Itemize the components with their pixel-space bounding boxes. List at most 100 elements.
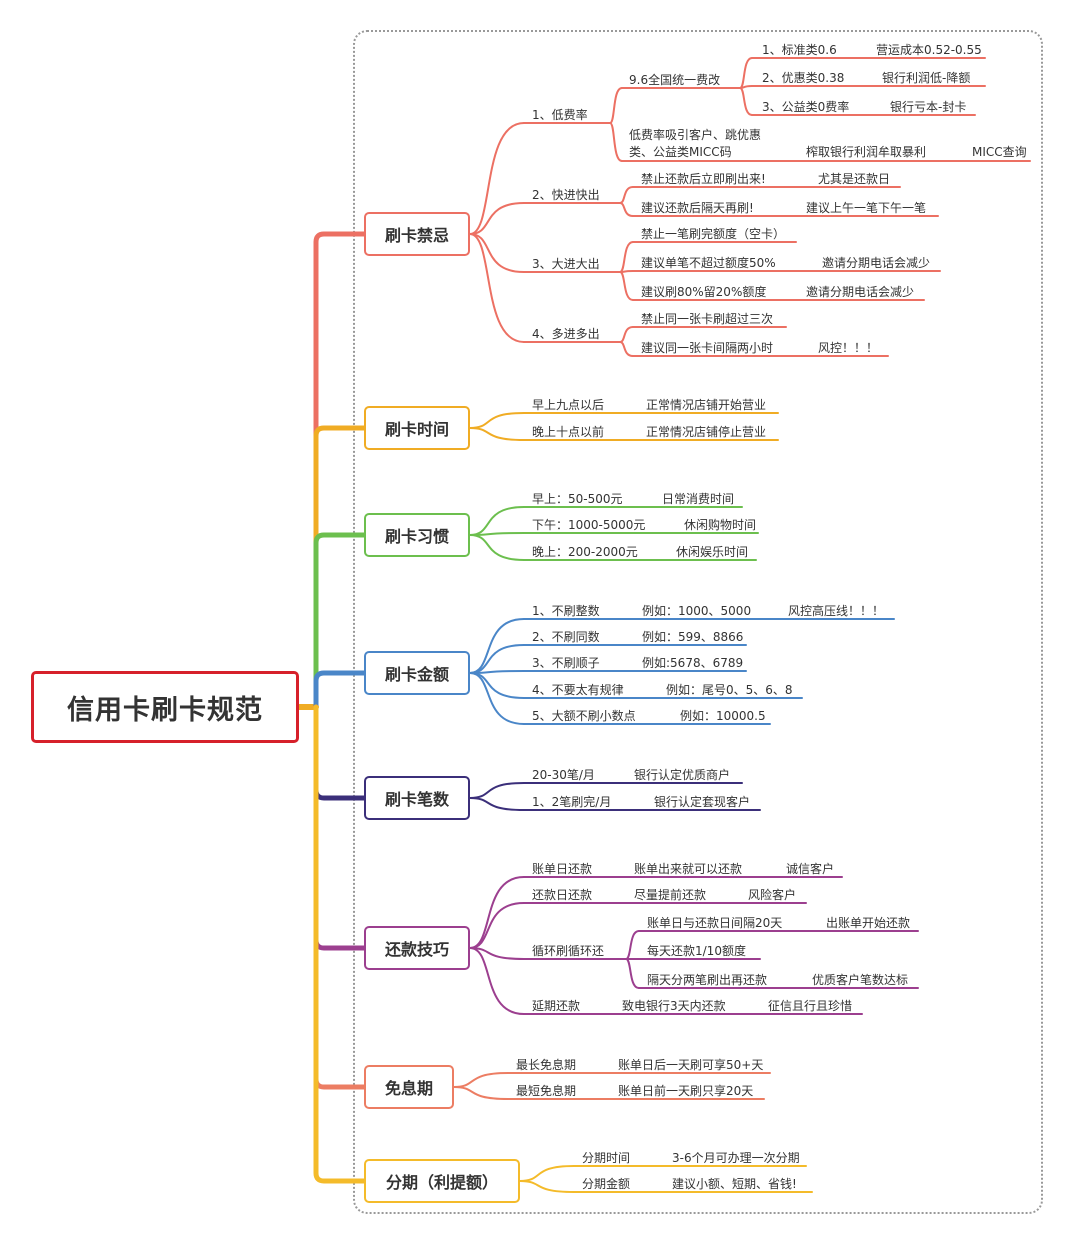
- leaf-label[interactable]: 建议单笔不超过额度50%: [641, 256, 776, 270]
- leaf-label[interactable]: 延期还款: [532, 999, 581, 1013]
- leaf-note[interactable]: 银行亏本-封卡: [890, 100, 967, 114]
- leaf-label[interactable]: 5、大额不刷小数点: [532, 709, 636, 723]
- leaf-note[interactable]: 账单出来就可以还款: [634, 862, 743, 876]
- leaf-note[interactable]: 尤其是还款日: [818, 172, 891, 186]
- sub-topic[interactable]: 4、多进多出: [532, 327, 600, 341]
- leaf-label[interactable]: 隔天分两笔刷出再还款: [647, 973, 768, 987]
- leaf-label[interactable]: 账单日还款: [532, 862, 593, 876]
- leaf-label[interactable]: 建议还款后隔天再刷!: [641, 201, 754, 215]
- leaf-label[interactable]: 最短免息期: [516, 1084, 577, 1098]
- leaf-note[interactable]: 例如：10000.5: [680, 709, 766, 723]
- trunk-branch-4: [313, 704, 367, 801]
- branch-node[interactable]: 刷卡禁忌: [364, 212, 470, 256]
- sub-topic[interactable]: 1、低费率: [532, 108, 588, 122]
- sub-topic[interactable]: 循环刷循环还: [532, 944, 605, 958]
- leaf-note[interactable]: 账单日前一天刷只享20天: [618, 1084, 754, 1098]
- leaf-label[interactable]: 晚上十点以前: [532, 425, 605, 439]
- leaf-note[interactable]: 日常消费时间: [662, 492, 735, 506]
- leaf-note[interactable]: 例如：尾号0、5、6、8: [666, 683, 793, 697]
- leaf-label[interactable]: 类、公益类MICC码: [629, 145, 732, 159]
- leaf-note[interactable]: 例如：1000、5000: [642, 604, 752, 618]
- leaf-note[interactable]: 营运成本0.52-0.55: [876, 43, 982, 57]
- leaf-note[interactable]: 3-6个月可办理一次分期: [672, 1151, 800, 1165]
- leaf-note[interactable]: 例如：599、8866: [642, 630, 744, 644]
- connector: [625, 930, 640, 960]
- connector: [619, 202, 634, 217]
- leaf-note[interactable]: 优质客户笔数达标: [812, 973, 909, 987]
- connector: [519, 1180, 575, 1193]
- leaf-label[interactable]: 2、优惠类0.38: [762, 71, 845, 85]
- branch-node[interactable]: 还款技巧: [364, 926, 470, 970]
- leaf-label[interactable]: 账单日与还款日间隔20天: [647, 916, 783, 930]
- leaf-label[interactable]: 禁止同一张卡刷超过三次: [641, 312, 774, 326]
- branch-node[interactable]: 分期（利提额）: [364, 1159, 520, 1203]
- leaf-label[interactable]: 2、不刷同数: [532, 630, 600, 644]
- leaf-label[interactable]: 早上九点以后: [532, 398, 605, 412]
- leaf-note[interactable]: 榨取银行利润牟取暴利: [806, 145, 927, 159]
- leaf-note[interactable]: 建议上午一笔下午一笔: [806, 201, 927, 215]
- leaf-note[interactable]: 休闲娱乐时间: [676, 545, 749, 559]
- leaf-label[interactable]: 3、公益类0费率: [762, 100, 850, 114]
- branch-node[interactable]: 刷卡笔数: [364, 776, 470, 820]
- leaf-label[interactable]: 1、2笔刷完/月: [532, 795, 612, 809]
- leaf-note[interactable]: 诚信客户: [786, 862, 835, 876]
- leaf-note[interactable]: 银行利润低-降额: [882, 71, 971, 85]
- leaf-note[interactable]: 致电银行3天内还款: [622, 999, 726, 1013]
- leaf-note[interactable]: 风险客户: [748, 888, 797, 902]
- trunk-branch-0: [313, 231, 367, 710]
- leaf-label[interactable]: 每天还款1/10额度: [647, 944, 746, 958]
- connector: [469, 876, 525, 949]
- leaf-label[interactable]: 还款日还款: [532, 888, 593, 902]
- leaf-note[interactable]: 风控！！！: [818, 341, 879, 355]
- leaf-note[interactable]: 正常情况店铺停止营业: [646, 425, 767, 439]
- leaf-note[interactable]: 银行认定套现客户: [654, 795, 751, 809]
- leaf-label[interactable]: 晚上：200-2000元: [532, 545, 638, 559]
- leaf-label[interactable]: 建议刷80%留20%额度: [641, 285, 767, 299]
- leaf-note[interactable]: 邀请分期电话会减少: [806, 285, 915, 299]
- leaf-label[interactable]: 下午：1000-5000元: [532, 518, 646, 532]
- connector: [519, 1165, 575, 1182]
- leaf-label[interactable]: 分期金额: [582, 1177, 631, 1191]
- connector: [619, 186, 634, 204]
- leaf-label[interactable]: 早上：50-500元: [532, 492, 623, 506]
- branch-node[interactable]: 刷卡时间: [364, 406, 470, 450]
- leaf-note[interactable]: MICC查询: [972, 145, 1027, 159]
- leaf-label[interactable]: 禁止一笔刷完额度（空卡）: [641, 227, 786, 241]
- branch-node[interactable]: 刷卡习惯: [364, 513, 470, 557]
- branch-node[interactable]: 刷卡金额: [364, 651, 470, 695]
- leaf-label[interactable]: 禁止还款后立即刷出来!: [641, 172, 766, 186]
- leaf-note[interactable]: 邀请分期电话会减少: [822, 256, 931, 270]
- leaf-note[interactable]: 征信且行且珍惜: [768, 999, 853, 1013]
- sub-topic[interactable]: 9.6全国统一费改: [629, 73, 721, 87]
- leaf-label[interactable]: 20-30笔/月: [532, 768, 595, 782]
- leaf-label[interactable]: 低费率吸引客户、跳优惠: [629, 128, 762, 142]
- leaf-note[interactable]: 银行认定优质商户: [634, 768, 731, 782]
- connector: [469, 427, 525, 441]
- connector: [469, 947, 525, 960]
- leaf-label[interactable]: 1、不刷整数: [532, 604, 600, 618]
- leaf-note[interactable]: 风控高压线！！！: [788, 604, 885, 618]
- leaf-note[interactable]: 尽量提前还款: [634, 888, 707, 902]
- leaf-note[interactable]: 正常情况店铺开始营业: [646, 398, 767, 412]
- sub-topic[interactable]: 3、大进大出: [532, 257, 600, 271]
- leaf-note[interactable]: 例如:5678、6789: [642, 656, 744, 670]
- leaf-label[interactable]: 3、不刷顺子: [532, 656, 600, 670]
- trunk-branch-3: [313, 670, 367, 710]
- connector: [469, 672, 525, 725]
- leaf-note[interactable]: 出账单开始还款: [826, 916, 911, 930]
- connector: [469, 202, 525, 235]
- leaf-label[interactable]: 4、不要太有规律: [532, 683, 624, 697]
- trunk-branch-5: [313, 704, 367, 951]
- leaf-note[interactable]: 休闲购物时间: [684, 518, 757, 532]
- leaf-label[interactable]: 1、标准类0.6: [762, 43, 837, 57]
- branch-node[interactable]: 免息期: [364, 1065, 454, 1109]
- connector: [619, 271, 634, 301]
- leaf-label[interactable]: 建议同一张卡间隔两小时: [641, 341, 774, 355]
- root-topic[interactable]: 信用卡刷卡规范: [31, 671, 299, 743]
- sub-topic[interactable]: 2、快进快出: [532, 188, 600, 202]
- leaf-note[interactable]: 账单日后一天刷可享50+天: [618, 1058, 764, 1072]
- leaf-label[interactable]: 最长免息期: [516, 1058, 577, 1072]
- leaf-label[interactable]: 分期时间: [582, 1151, 631, 1165]
- connector: [469, 797, 525, 811]
- leaf-note[interactable]: 建议小额、短期、省钱!: [672, 1177, 797, 1191]
